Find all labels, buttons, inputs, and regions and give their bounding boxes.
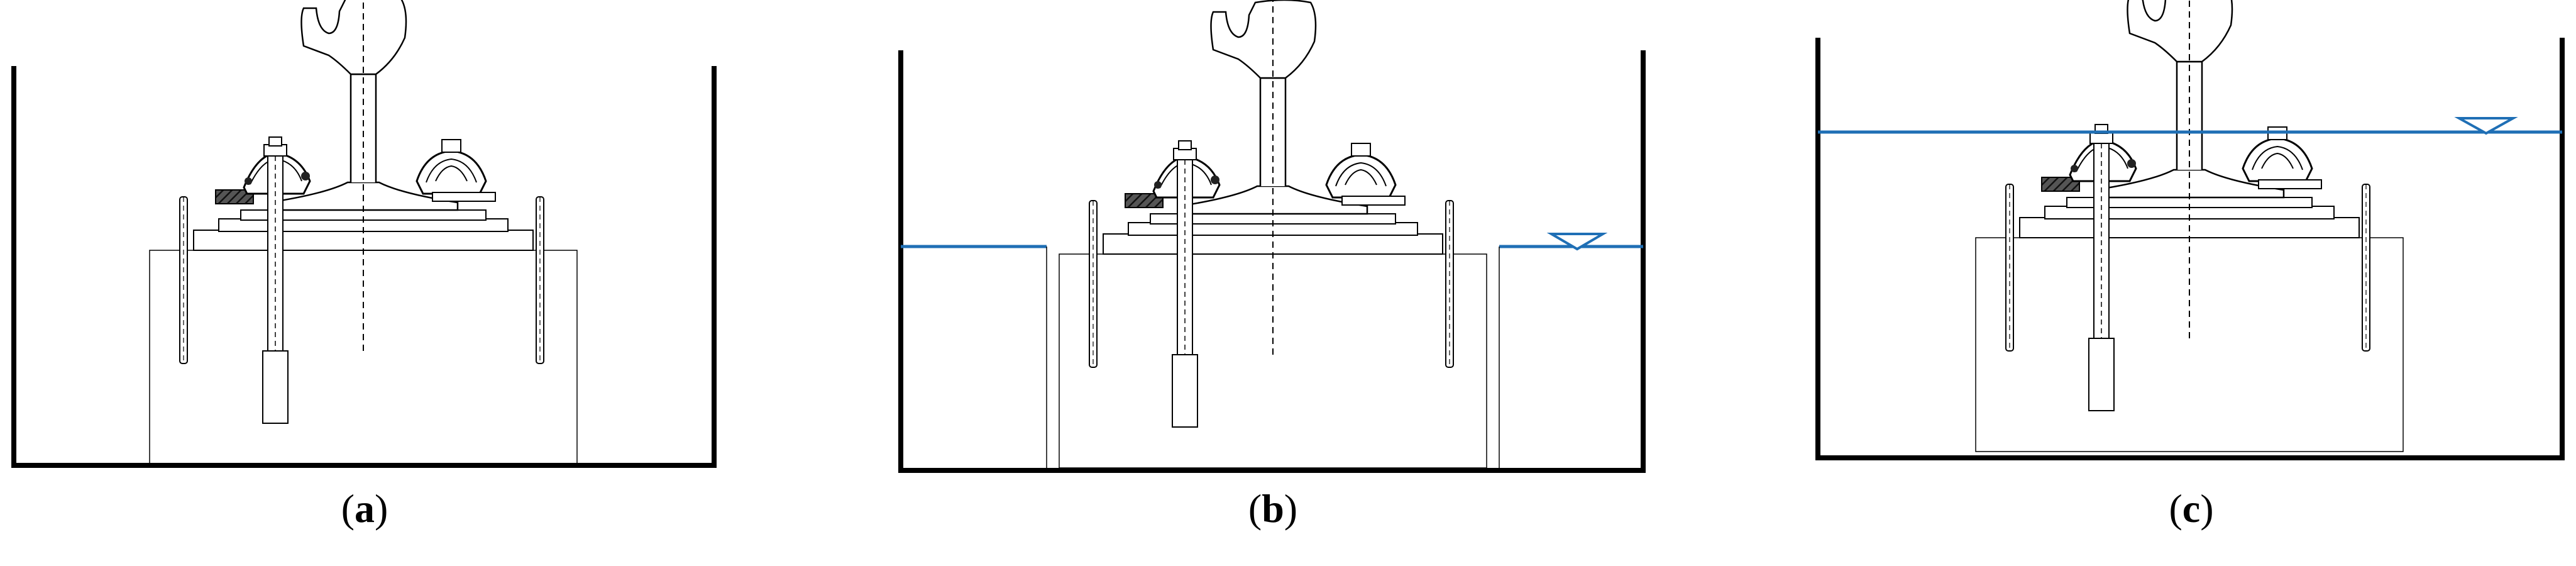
tank-outline [11, 66, 717, 468]
tank-outline [1815, 38, 2565, 460]
caption-c: (c) [2169, 486, 2214, 531]
panel-c [1815, 0, 2565, 460]
tank-outline [898, 50, 1646, 473]
fastening-assembly [148, 0, 578, 465]
caption-b: (b) [1248, 486, 1298, 531]
panel-b [898, 0, 1646, 473]
fastening-assembly [1058, 0, 1488, 469]
fastening-assembly [1974, 0, 2404, 453]
caption-a: (a) [341, 486, 388, 531]
water-level-icon [1546, 233, 1608, 251]
water-level-icon [2454, 117, 2518, 135]
panel-a [11, 0, 717, 468]
